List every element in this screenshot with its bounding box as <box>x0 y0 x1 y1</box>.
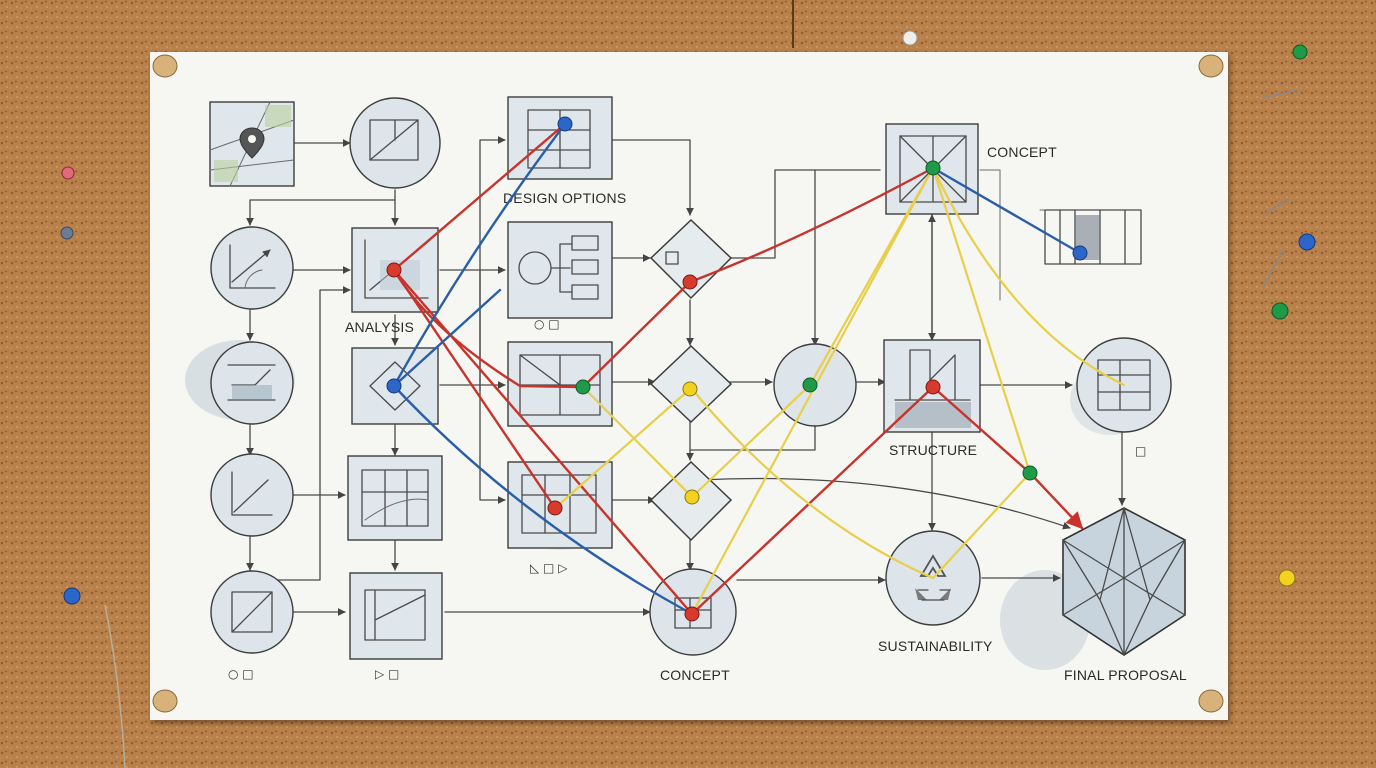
pin-yellow <box>684 489 700 505</box>
pin-blue <box>557 116 573 132</box>
node-design-options <box>507 96 613 180</box>
pin-blue <box>1072 245 1088 261</box>
map-pin-icon <box>239 127 265 159</box>
threads-blue <box>392 122 1082 616</box>
symbols-col1: ○ □ <box>228 667 254 681</box>
node-frame-2 <box>349 572 443 660</box>
recycle-icon <box>915 554 951 601</box>
flowchart-icon <box>518 235 599 300</box>
corner-pins <box>152 54 1224 713</box>
chart-icon <box>229 244 276 289</box>
symbols-flowchart: ○ □ <box>534 317 560 331</box>
label-concept-top: CONCEPT <box>987 144 1057 160</box>
pin-red <box>682 274 698 290</box>
pin-green <box>925 160 941 176</box>
label-sustainability: SUSTAINABILITY <box>878 638 993 654</box>
threads-red <box>392 122 1084 616</box>
label-analysis: ANALYSIS <box>345 319 414 335</box>
pin-green <box>575 379 591 395</box>
node-chart-2 <box>210 453 294 537</box>
pin-red <box>684 606 700 622</box>
polyhedron-icon <box>1062 507 1186 656</box>
node-frame-1 <box>210 570 294 654</box>
grid-icon <box>361 469 429 527</box>
node-flowchart <box>507 221 613 319</box>
threads-yellow <box>553 166 1126 616</box>
node-grid-1 <box>347 455 443 541</box>
pin-red <box>925 379 941 395</box>
symbols-col3: ◺ □ ▷ <box>530 561 568 575</box>
symbols-col2: ▷ □ <box>375 667 399 681</box>
pin-green <box>1022 465 1038 481</box>
node-chart-1 <box>210 226 294 310</box>
diagram-pins <box>386 116 1088 622</box>
symbols-right: □ <box>1135 444 1146 458</box>
pin-green <box>802 377 818 393</box>
node-stairs <box>210 341 294 425</box>
label-structure: STRUCTURE <box>889 442 977 458</box>
label-design-options: DESIGN OPTIONS <box>503 190 626 206</box>
loose-pins <box>60 30 1316 768</box>
label-concept-bottom: CONCEPT <box>660 667 730 683</box>
node-split <box>507 341 613 427</box>
pin-red <box>386 262 402 278</box>
pencil-connectors <box>246 136 1141 616</box>
node-plan-circle <box>349 97 441 189</box>
node-final-proposal <box>1062 507 1186 656</box>
node-map <box>209 101 295 187</box>
label-final-proposal: FINAL PROPOSAL <box>1064 667 1187 683</box>
pin-red <box>547 500 563 516</box>
node-diamond-1 <box>649 218 733 300</box>
pin-blue <box>386 378 402 394</box>
pin-yellow <box>682 381 698 397</box>
